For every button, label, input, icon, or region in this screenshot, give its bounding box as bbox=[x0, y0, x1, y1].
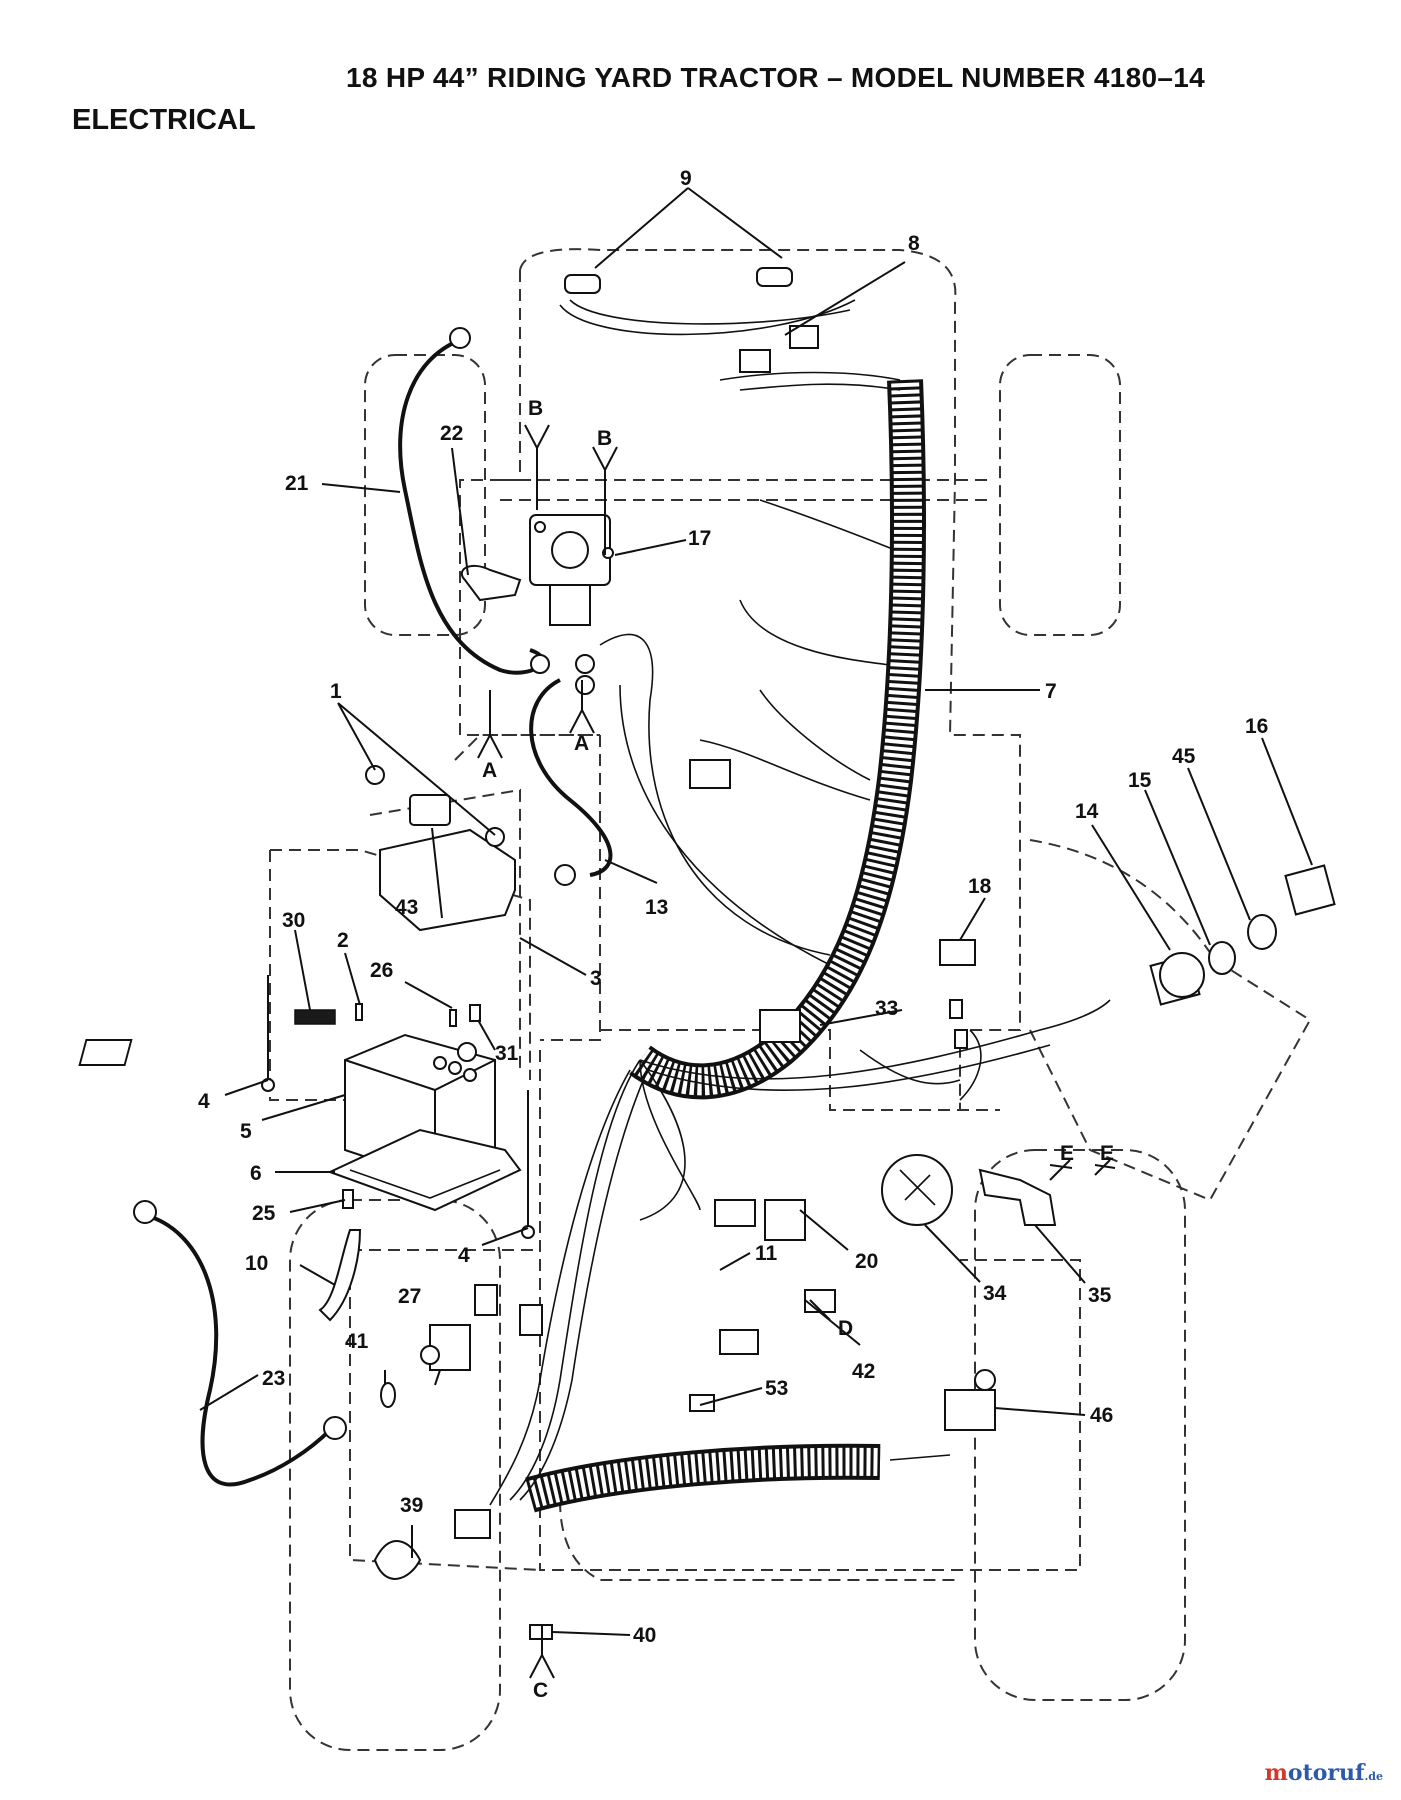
callout-46: 46 bbox=[1090, 1404, 1113, 1427]
callout-14: 14 bbox=[1075, 800, 1099, 823]
callout-30: 30 bbox=[282, 909, 305, 932]
callout-d: D bbox=[838, 1317, 853, 1340]
callout-23: 23 bbox=[262, 1367, 285, 1390]
callout-34: 34 bbox=[983, 1282, 1007, 1305]
callout-16: 16 bbox=[1245, 715, 1268, 738]
callout-2: 2 bbox=[337, 929, 349, 952]
battery-tray bbox=[327, 1128, 522, 1212]
callout-7: 7 bbox=[1045, 680, 1057, 703]
callout-27: 27 bbox=[398, 1285, 421, 1308]
callout-40: 40 bbox=[633, 1624, 656, 1647]
callout-4-right: 4 bbox=[458, 1244, 470, 1267]
bracket bbox=[978, 1168, 1057, 1226]
hour-meter bbox=[881, 1154, 953, 1226]
callout-9: 9 bbox=[680, 167, 692, 190]
callout-a-left: A bbox=[482, 759, 497, 782]
leader-lines bbox=[199, 187, 1313, 1679]
cable-boot bbox=[460, 564, 522, 602]
key-switch bbox=[1149, 864, 1336, 1006]
callout-42: 42 bbox=[852, 1360, 875, 1383]
callout-labels: 9 8 22 21 B B 17 1 A A 7 16 45 15 14 13 … bbox=[198, 167, 1268, 1702]
callout-22: 22 bbox=[440, 422, 463, 445]
callout-8: 8 bbox=[908, 232, 920, 255]
callout-4-left: 4 bbox=[198, 1090, 210, 1113]
callout-13: 13 bbox=[645, 896, 668, 919]
callout-a-right: A bbox=[574, 732, 589, 755]
headlights bbox=[564, 267, 793, 294]
wiring-bundle bbox=[489, 299, 1111, 1506]
callout-31: 31 bbox=[495, 1042, 519, 1065]
battery-hold-down bbox=[365, 765, 516, 932]
callout-39: 39 bbox=[400, 1494, 423, 1517]
callout-e-right: E bbox=[1100, 1142, 1114, 1165]
callout-6: 6 bbox=[250, 1162, 262, 1185]
callout-18: 18 bbox=[968, 875, 992, 898]
callout-41: 41 bbox=[345, 1330, 369, 1353]
callout-b-left: B bbox=[528, 397, 543, 420]
callout-20: 20 bbox=[855, 1250, 878, 1273]
solenoid bbox=[529, 514, 614, 695]
callout-53: 53 bbox=[765, 1377, 788, 1400]
chassis-outline bbox=[269, 248, 1312, 1751]
callout-21: 21 bbox=[285, 472, 309, 495]
callout-1: 1 bbox=[330, 680, 342, 703]
callout-3: 3 bbox=[590, 967, 602, 990]
callout-5: 5 bbox=[240, 1120, 252, 1143]
page-title: 18 HP 44” RIDING YARD TRACTOR – MODEL NU… bbox=[346, 62, 1205, 93]
connectors-top bbox=[739, 325, 819, 373]
callout-45: 45 bbox=[1172, 745, 1196, 768]
watermark-tld: .de bbox=[1364, 1770, 1383, 1783]
callout-26: 26 bbox=[370, 959, 393, 982]
relay-and-connectors bbox=[373, 759, 759, 1640]
callout-35: 35 bbox=[1088, 1284, 1112, 1307]
callout-15: 15 bbox=[1128, 769, 1152, 792]
callout-e-left: E bbox=[1060, 1142, 1074, 1165]
callout-b-right: B bbox=[597, 427, 612, 450]
section-title: ELECTRICAL bbox=[72, 104, 256, 136]
callout-10: 10 bbox=[245, 1252, 268, 1275]
watermark: motoruf.de bbox=[1265, 1760, 1383, 1786]
switches bbox=[380, 939, 996, 1431]
callout-c: C bbox=[533, 1679, 548, 1702]
callout-43: 43 bbox=[395, 896, 418, 919]
watermark-initial: m bbox=[1264, 1760, 1288, 1786]
callout-33: 33 bbox=[875, 997, 898, 1020]
callout-11: 11 bbox=[755, 1242, 778, 1265]
callout-17: 17 bbox=[688, 527, 711, 550]
watermark-brand: otoruf bbox=[1287, 1760, 1365, 1786]
callout-25: 25 bbox=[252, 1202, 276, 1225]
battery-cables bbox=[133, 327, 613, 1487]
